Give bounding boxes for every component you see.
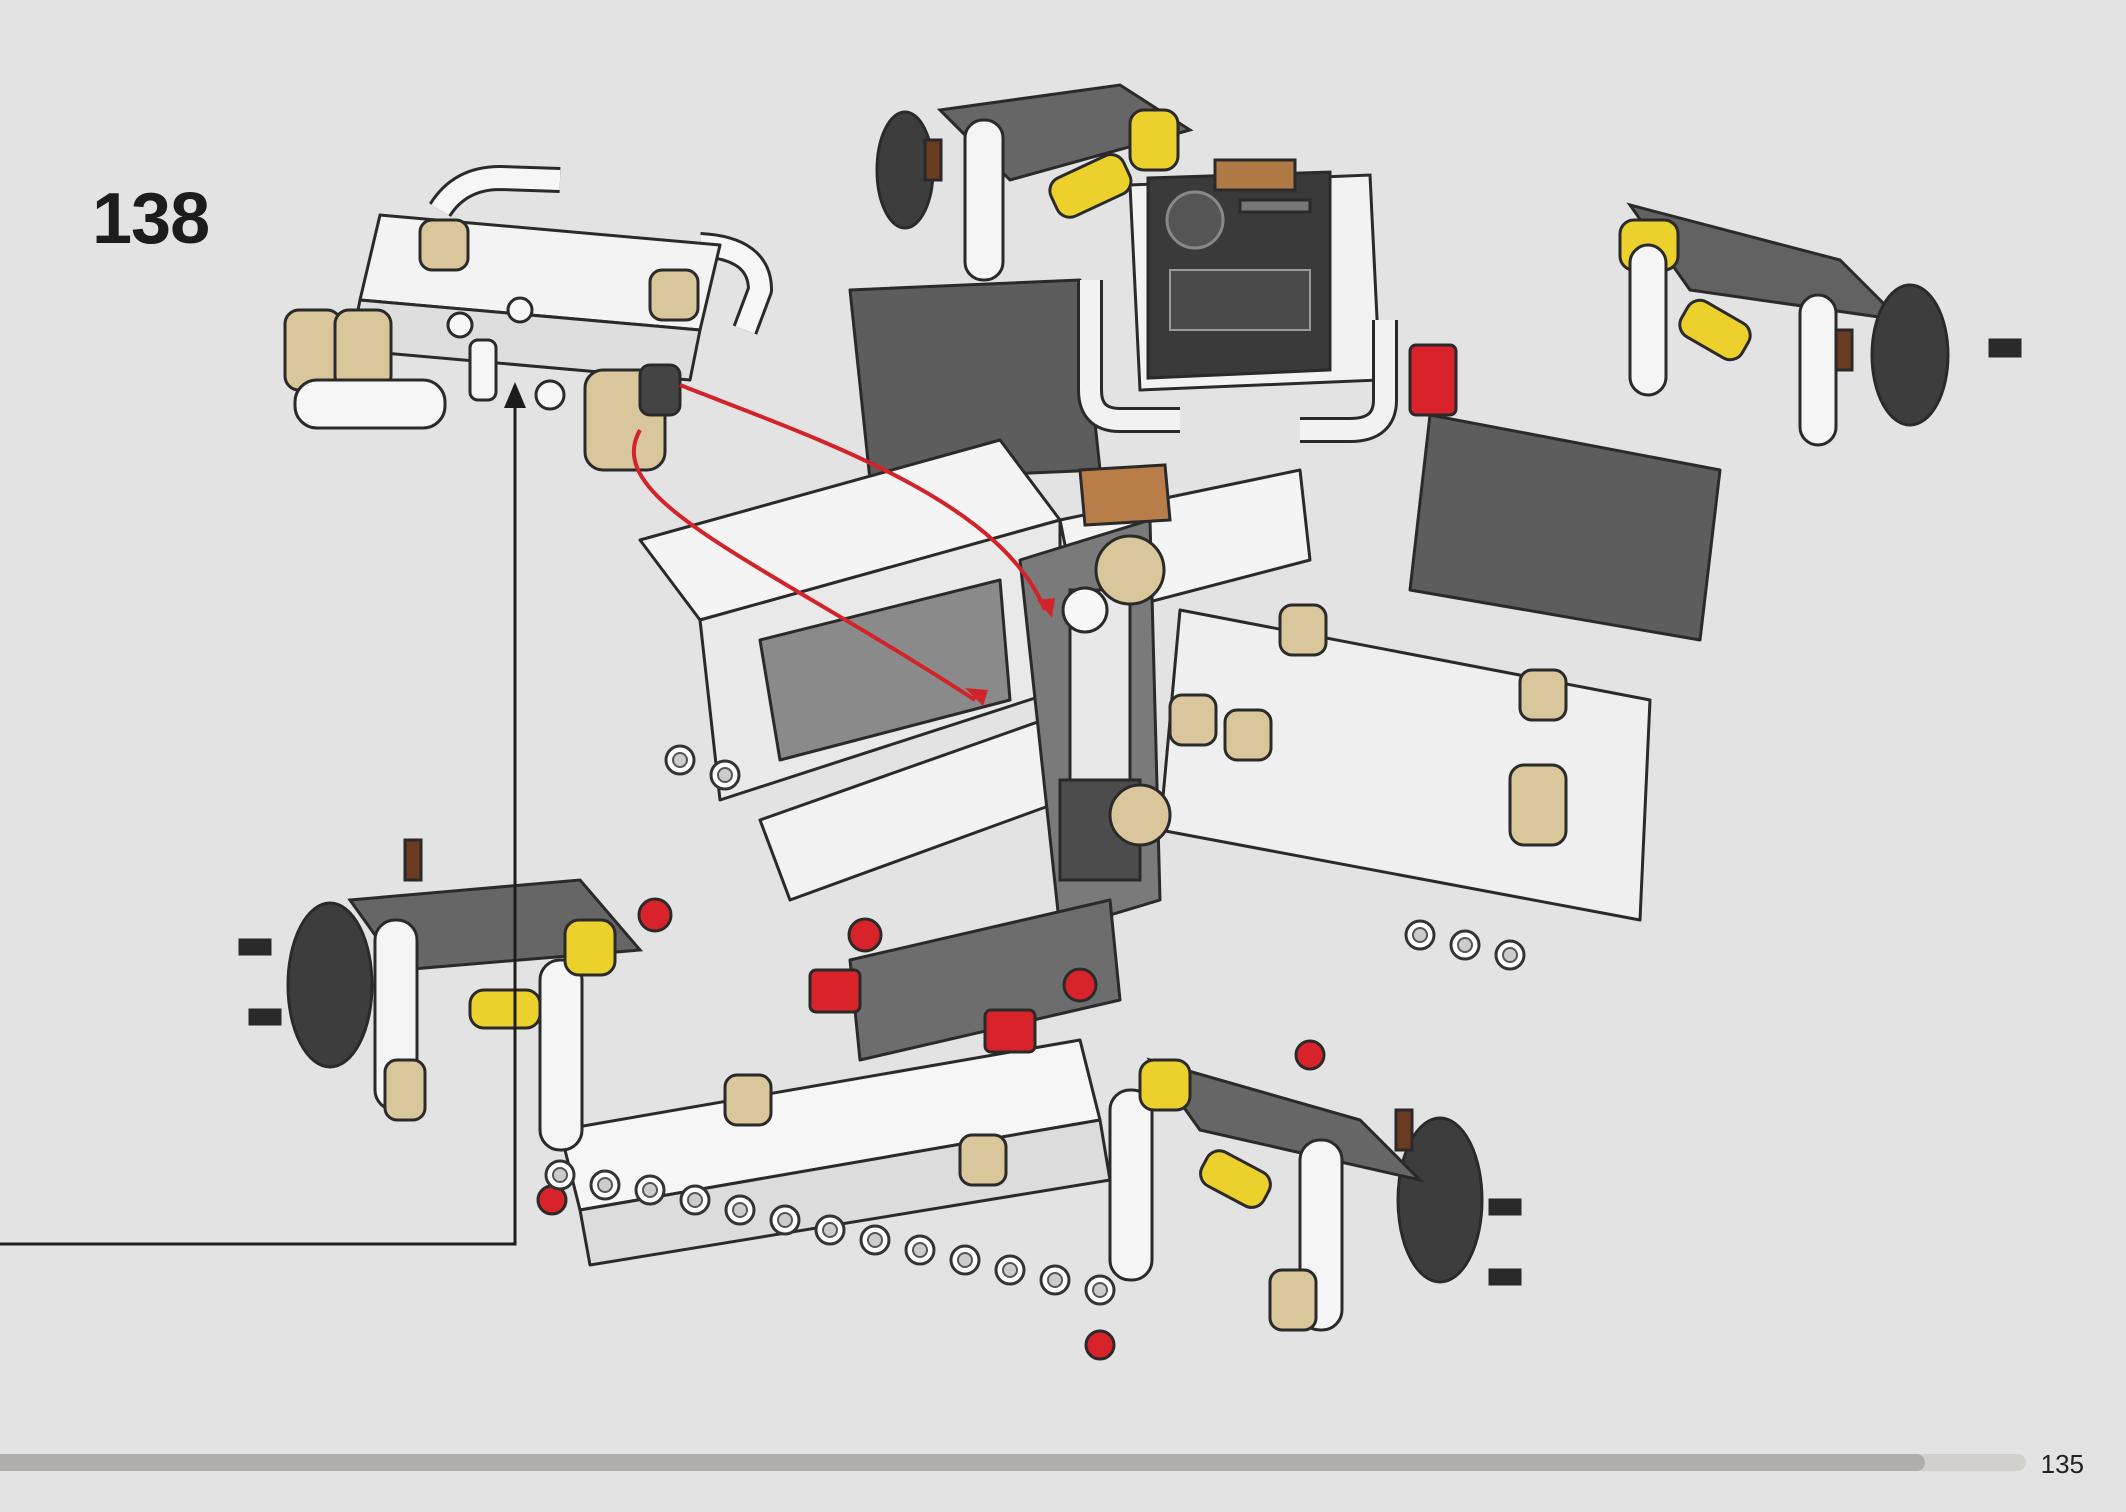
page-number: 135 (2040, 1449, 2084, 1479)
placement-arrows (632, 383, 1047, 702)
subassembly-part (283, 165, 773, 472)
right-suspension (1618, 202, 2022, 447)
dashboard-assembly (1058, 158, 1398, 882)
placement-arrowheads (965, 598, 1055, 706)
red-connectors (536, 343, 1458, 1361)
step-number: 138 (92, 179, 210, 259)
callout-arrowhead (504, 382, 526, 408)
progress-bar (0, 1454, 2026, 1471)
upper-left-suspension (875, 83, 1194, 282)
tan-connectors (383, 603, 1568, 1332)
progress-fill (0, 1454, 1925, 1471)
lower-left-suspension (238, 838, 644, 1152)
callout-connector (0, 398, 517, 1246)
